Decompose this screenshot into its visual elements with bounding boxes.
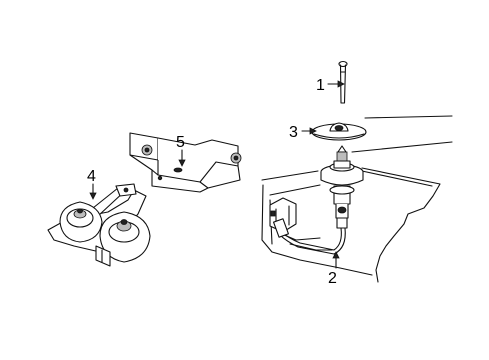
horn-assembly-part (47, 183, 151, 267)
callout-3-label: 3 (289, 124, 298, 141)
callout-2-label: 2 (328, 270, 337, 287)
callout-leaders (89, 80, 345, 269)
callout-4-label: 4 (87, 168, 96, 185)
horn-bracket-part (129, 132, 242, 193)
callout-1-label: 1 (316, 77, 325, 94)
callout-5-label: 5 (176, 134, 185, 151)
antenna-part (273, 145, 364, 255)
bezel-part (311, 122, 367, 141)
body-panel (261, 115, 453, 283)
